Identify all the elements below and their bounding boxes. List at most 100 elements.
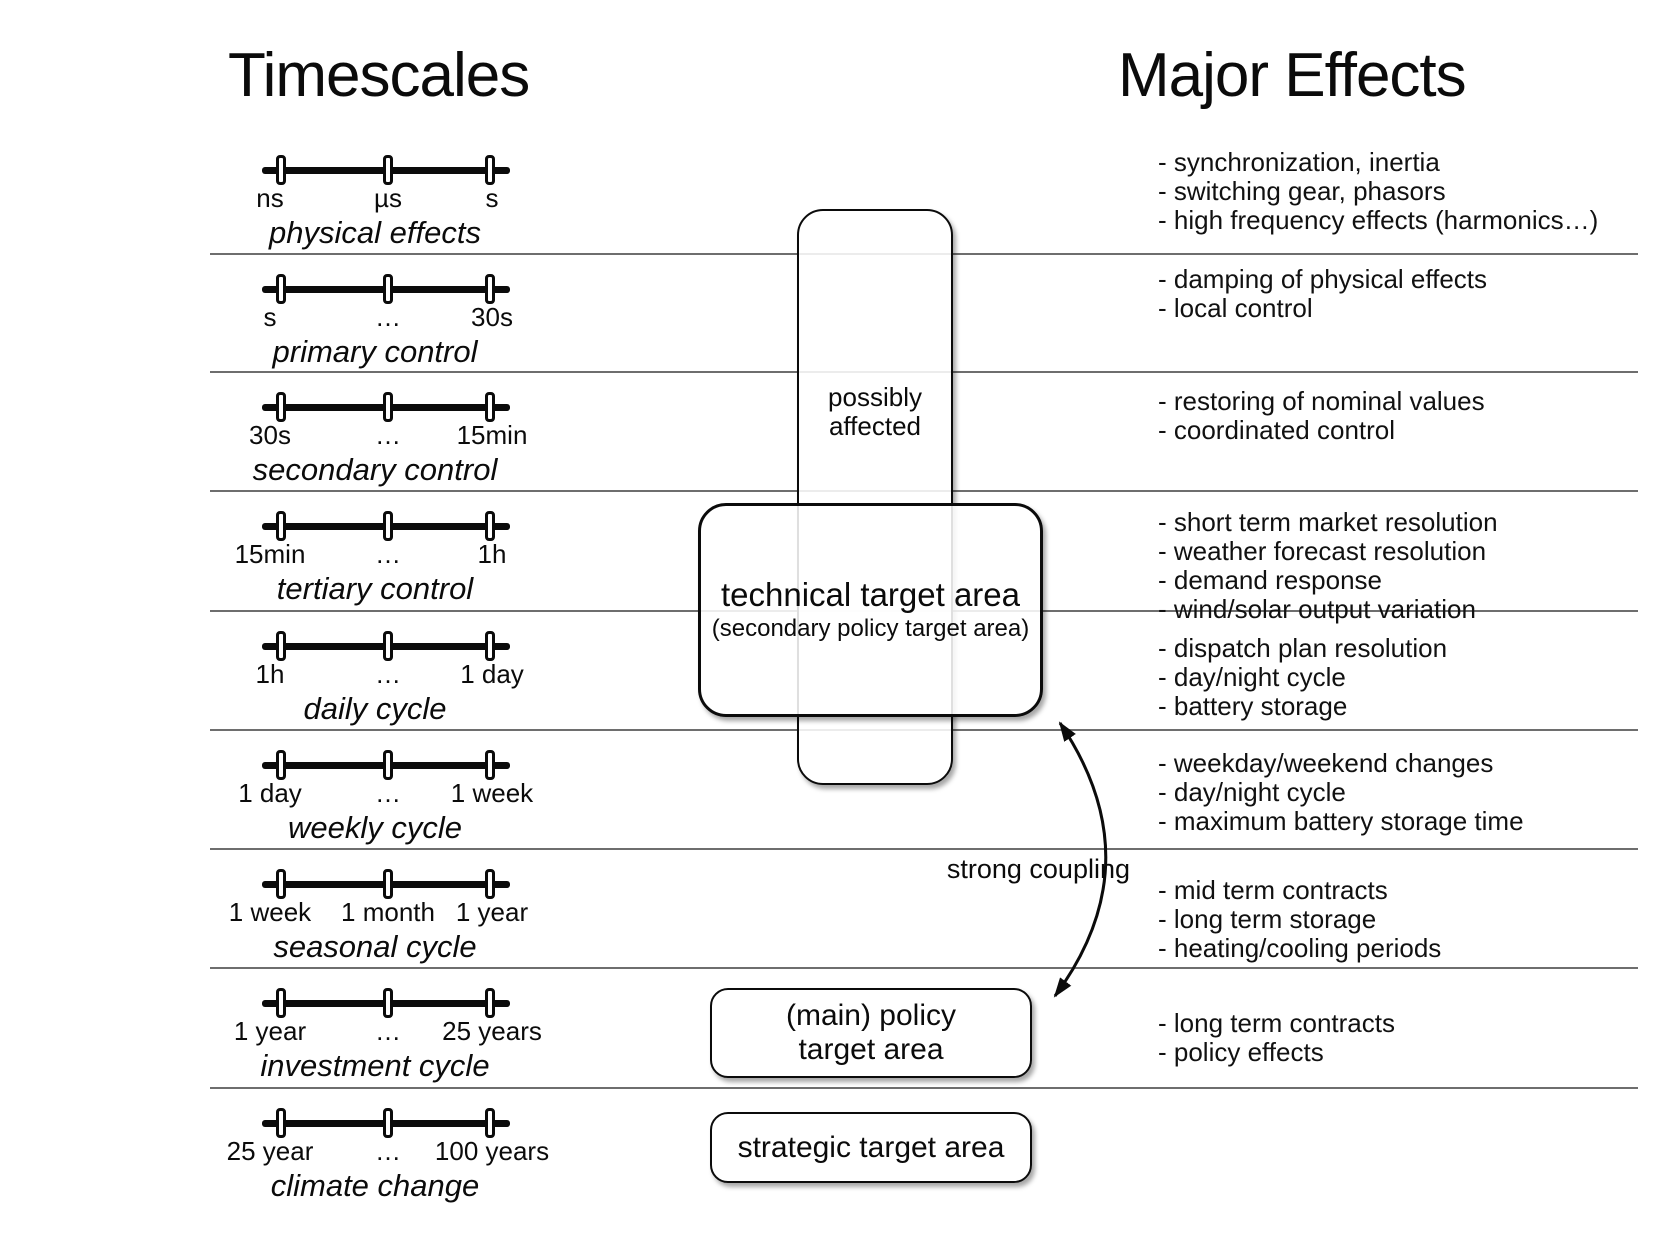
timeline-tick [383,392,393,422]
possibly-affected-label: possibly affected [828,382,922,441]
effect-item: - policy effects [1158,1037,1324,1067]
tick-label: 1 day [460,659,524,689]
effect-item: - dispatch plan resolution [1158,633,1448,663]
effect-item: - maximum battery storage time [1158,806,1524,836]
timeline-tick [383,511,393,541]
timescale-name: climate change [270,1168,480,1203]
timeline-tick [276,988,286,1018]
tick-label: … [375,1016,401,1046]
timescale-name: investment cycle [260,1048,490,1083]
timeline-tick [276,155,286,185]
timeline-tick [485,869,495,899]
timeline-tick [383,1108,393,1138]
tick-label: s [485,183,499,213]
effect-item: - weather forecast resolution [1158,536,1487,566]
effects-row-physical: - synchronization, inertia - switching g… [1118,134,1653,253]
technical-target-area-box: technical target area (secondary policy … [698,503,1043,717]
tick-label: 30s [249,420,291,450]
tick-label: … [375,539,401,569]
tick-label: 30s [471,302,513,332]
timeline-tick [276,511,286,541]
timeline-tick [276,274,286,304]
timeline-tick [383,869,393,899]
effect-item: - wind/solar output variation [1158,594,1476,624]
effect-item: - day/night cycle [1158,662,1346,692]
effect-item: - switching gear, phasors [1158,176,1446,206]
effect-item: - battery storage [1158,691,1348,721]
effect-item: - day/night cycle [1158,777,1346,807]
timescale-row-daily-cycle: 1h … 1 day daily cycle [210,610,560,729]
row-divider [210,848,1638,850]
timescale-row-physical-effects: ns µs s physical effects [210,134,560,253]
effects-row-primary: - damping of physical effects - local co… [1118,253,1653,371]
effect-item: - long term storage [1158,904,1377,934]
policy-target-area-label: (main) policy target area [785,999,957,1066]
timeline-tick [485,155,495,185]
timeline-tick [485,274,495,304]
effects-row-secondary: - restoring of nominal values - coordina… [1118,371,1653,490]
tick-label: … [375,302,401,332]
effect-item: - high frequency effects (harmonics…) [1158,205,1599,235]
effects-row-tertiary: - short term market resolution - weather… [1118,490,1653,624]
timeline-tick [383,631,393,661]
timescale-name: physical effects [269,215,481,250]
timeline-tick [485,511,495,541]
timeline-tick [383,988,393,1018]
tick-label: µs [374,183,402,213]
tick-label: 100 years [434,1136,550,1166]
tick-label: 25 year [226,1136,314,1166]
timeline-tick [276,1108,286,1138]
timescale-name: primary control [272,334,478,369]
tick-label: 1 year [233,1016,307,1046]
timescale-row-tertiary-control: 15min … 1h tertiary control [210,490,560,609]
effect-item: - coordinated control [1158,415,1396,445]
tick-label: 15min [234,539,306,569]
timescale-row-seasonal-cycle: 1 week 1 month 1 year seasonal cycle [210,848,560,967]
tick-label: 15min [456,420,528,450]
effect-item: - restoring of nominal values [1158,386,1485,416]
policy-target-area-box: (main) policy target area [710,988,1032,1078]
timeline-tick [485,392,495,422]
tick-label: 1 week [228,897,312,927]
effect-item: - long term contracts [1158,1008,1395,1038]
row-divider [210,1087,1638,1089]
timescale-name: tertiary control [276,571,474,606]
tick-label: … [375,420,401,450]
timescale-name: seasonal cycle [273,929,477,964]
strategic-target-area-box: strategic target area [710,1112,1032,1183]
timescale-name: secondary control [252,452,498,487]
timescale-row-climate-change: 25 year … 100 years climate change [210,1087,560,1206]
timeline-tick [276,631,286,661]
timeline-tick [276,750,286,780]
tick-label: … [375,1136,401,1166]
timeline-tick [276,392,286,422]
tick-label: s [263,302,277,332]
timescale-row-weekly-cycle: 1 day … 1 week weekly cycle [210,729,560,848]
effects-row-daily: - dispatch plan resolution - day/night c… [1118,610,1653,729]
effects-row-investment: - long term contracts - policy effects [1118,967,1653,1087]
tick-label: … [375,659,401,689]
tick-label: 1h [477,539,507,569]
effect-item: - demand response [1158,565,1383,595]
effect-item: - heating/cooling periods [1158,933,1442,963]
tick-label: 25 years [442,1016,542,1046]
tick-label: 1 week [450,778,534,808]
row-divider [210,967,1638,969]
effect-item: - synchronization, inertia [1158,147,1440,177]
strong-coupling-label: strong coupling [946,854,1130,884]
effects-row-weekly: - weekday/weekend changes - day/night cy… [1118,729,1653,848]
left-column-title: Timescales [228,41,530,110]
tick-label: 1 month [341,897,435,927]
effect-item: - damping of physical effects [1158,264,1488,294]
timeline-tick [383,274,393,304]
effect-item: - short term market resolution [1158,507,1498,537]
timeline-tick [485,988,495,1018]
timescale-name: daily cycle [303,691,447,726]
timeline-tick [485,631,495,661]
timescale-row-investment-cycle: 1 year … 25 years investment cycle [210,967,560,1086]
timescale-row-secondary-control: 30s … 15min secondary control [210,371,560,490]
timeline-tick [383,155,393,185]
right-column-title: Major Effects [1118,41,1467,110]
timeline-tick [485,750,495,780]
